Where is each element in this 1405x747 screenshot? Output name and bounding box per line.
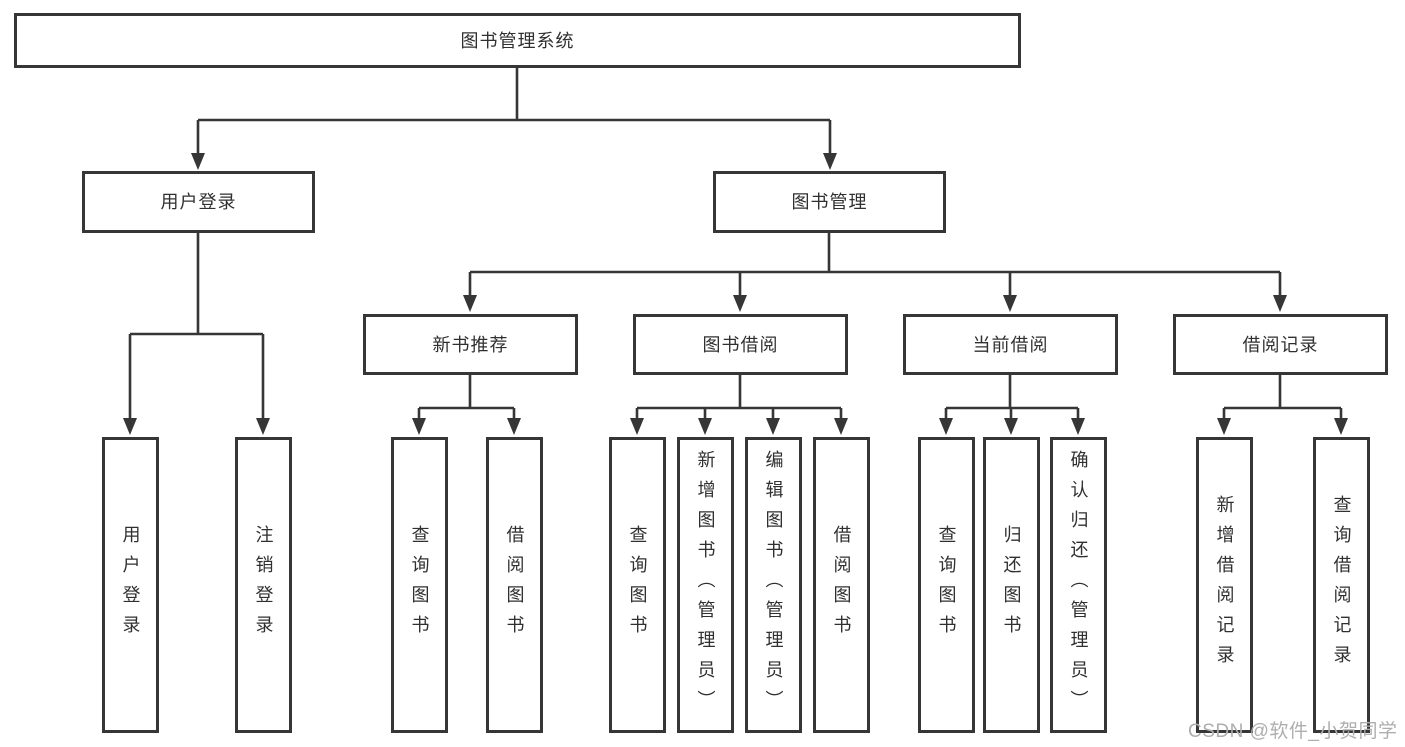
leaf-user-login: 用户登录 xyxy=(102,437,159,733)
arrowhead-icon xyxy=(698,418,712,435)
arrowhead-icon xyxy=(1273,295,1287,312)
arrowhead-icon xyxy=(507,418,521,435)
node-book-management-module: 图书管理 xyxy=(713,171,946,233)
arrowhead-icon xyxy=(733,295,747,312)
leaf-borrow-borrow-books: 借阅图书 xyxy=(813,437,870,733)
node-current-borrowing: 当前借阅 xyxy=(903,314,1118,375)
arrowhead-icon xyxy=(823,153,837,170)
arrowhead-icon xyxy=(1003,295,1017,312)
leaf-borrow-edit-books-admin: 编辑图书（管理员） xyxy=(745,437,802,733)
arrowhead-icon xyxy=(630,418,644,435)
arrowhead-icon xyxy=(123,418,137,435)
connector-root-to-level2 xyxy=(196,68,832,155)
node-user-login-module: 用户登录 xyxy=(82,171,315,233)
arrowhead-icon xyxy=(1071,418,1085,435)
node-new-book-recommend: 新书推荐 xyxy=(363,314,578,375)
connector-bookmgmt-to-level3 xyxy=(468,233,1282,297)
leaf-newbook-borrow-books: 借阅图书 xyxy=(486,437,543,733)
arrowhead-icon xyxy=(1217,418,1231,435)
csdn-watermark: CSDN @软件_小贺同学 xyxy=(1188,721,1398,742)
connector-current-to-leaves xyxy=(944,375,1080,420)
node-book-borrowing: 图书借阅 xyxy=(633,314,848,375)
leaf-records-add-record: 新增借阅记录 xyxy=(1196,437,1253,733)
node-root-system: 图书管理系统 xyxy=(14,13,1021,68)
arrowhead-icon xyxy=(834,418,848,435)
leaf-borrow-add-books-admin: 新增图书（管理员） xyxy=(677,437,734,733)
arrowhead-icon xyxy=(412,418,426,435)
arrowhead-icon xyxy=(256,418,270,435)
connector-borrow-to-leaves xyxy=(635,375,843,420)
arrowhead-icon xyxy=(939,418,953,435)
leaf-borrow-query-books: 查询图书 xyxy=(609,437,666,733)
leaf-logout: 注销登录 xyxy=(235,437,292,733)
leaf-current-query-books: 查询图书 xyxy=(918,437,975,733)
connector-userlogin-to-leaves xyxy=(128,233,265,420)
leaf-current-confirm-return-admin: 确认归还（管理员） xyxy=(1050,437,1107,733)
arrowhead-icon xyxy=(766,418,780,435)
leaf-current-return-books: 归还图书 xyxy=(983,437,1040,733)
arrowhead-icon xyxy=(1334,418,1348,435)
node-borrowing-records: 借阅记录 xyxy=(1173,314,1388,375)
arrowhead-icon xyxy=(1004,418,1018,435)
connector-records-to-leaves xyxy=(1222,375,1343,420)
connector-newbook-to-leaves xyxy=(417,375,516,420)
arrowhead-icon xyxy=(191,153,205,170)
leaf-newbook-query-books: 查询图书 xyxy=(391,437,448,733)
arrowhead-icon xyxy=(463,295,477,312)
leaf-records-query-record: 查询借阅记录 xyxy=(1313,437,1370,733)
